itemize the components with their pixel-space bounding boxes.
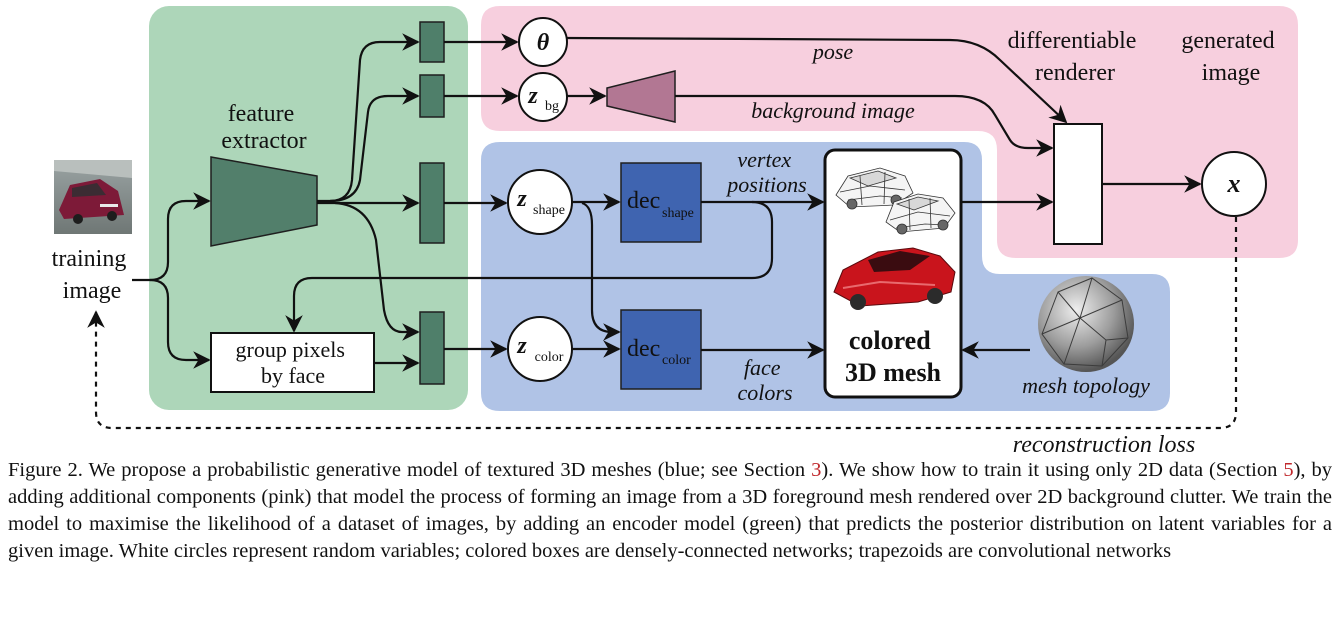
- background-image-label: background image: [751, 98, 915, 123]
- dec-shape-subscript: shape: [662, 206, 694, 221]
- dense-net-shape: [419, 162, 445, 244]
- colored-mesh-label: colored 3D mesh: [845, 326, 942, 387]
- group-pixels-box: [210, 332, 375, 393]
- mesh-topology-label: mesh topology: [1022, 373, 1150, 398]
- z-bg-subscript: bg: [545, 99, 559, 114]
- vertex-positions-label: vertex positions: [725, 147, 806, 197]
- training-image-label: training image: [52, 246, 133, 304]
- edge-image-to-grouping: [149, 278, 211, 369]
- training-image-thumbnail: [54, 160, 132, 234]
- feature-extractor-label: feature extractor: [221, 101, 306, 154]
- wireframe-car-1: [835, 167, 914, 210]
- edge-extractor-to-color-net: [334, 201, 420, 341]
- z-shape-subscript: shape: [533, 203, 565, 218]
- reconstruction-loss-label: reconstruction loss: [1013, 432, 1195, 455]
- colored-car-render: [833, 247, 956, 310]
- dense-net-color: [419, 311, 445, 385]
- architecture-diagram: training image feature extractor group p…: [52, 6, 1298, 455]
- pose-label: pose: [811, 39, 854, 64]
- generated-image-label: generated image: [1181, 28, 1280, 86]
- edge-vertex-positions-to-grouping: [285, 200, 774, 333]
- z-color-symbol: z: [516, 333, 527, 359]
- renderer-label: differentiable renderer: [1008, 28, 1143, 86]
- dec-shape-text: dec: [627, 188, 660, 214]
- edge-bg-generator-to-renderer: [675, 94, 1054, 157]
- z-bg-symbol: z: [527, 83, 538, 109]
- z-bg-node: [518, 72, 568, 122]
- edge-theta-to-renderer: [566, 36, 1068, 124]
- section-5-reference[interactable]: 5: [1283, 459, 1294, 481]
- x-symbol: x: [1227, 169, 1241, 198]
- figure-caption: Figure 2. We propose a probabilistic gen…: [8, 457, 1332, 565]
- feature-extractor-trapezoid: [210, 156, 318, 247]
- edge-reconstruction-loss: [87, 217, 1238, 430]
- dec-color-subscript: color: [662, 353, 691, 368]
- shape-decoder-box: [620, 162, 702, 243]
- caption-text-2: ). We show how to train it using only 2D…: [821, 459, 1284, 481]
- mesh-topology-sphere: [1038, 276, 1134, 372]
- theta-symbol: θ: [537, 30, 550, 56]
- edge-extractor-to-bg-net: [329, 87, 420, 203]
- dense-net-pose: [419, 21, 445, 63]
- theta-node: [518, 17, 568, 67]
- face-colors-label: face colors: [738, 355, 793, 405]
- z-shape-symbol: z: [516, 186, 527, 212]
- dense-net-background: [419, 74, 445, 118]
- caption-text-1: Figure 2. We propose a probabilistic gen…: [8, 459, 812, 481]
- color-decoder-box: [620, 309, 702, 390]
- x-node: [1201, 151, 1267, 217]
- background-generator-trapezoid: [606, 70, 676, 123]
- edge-image-to-extractor: [132, 192, 211, 282]
- wireframe-car-2: [885, 193, 956, 235]
- caption-text-3: ), by adding additional components (pink…: [8, 459, 1333, 562]
- renderer-box: [1053, 123, 1103, 245]
- section-3-reference[interactable]: 3: [811, 459, 822, 481]
- group-pixels-label: group pixels by face: [236, 337, 351, 388]
- z-color-subscript: color: [535, 350, 564, 365]
- edge-zshape-to-color-decoder: [581, 201, 621, 341]
- dec-color-text: dec: [627, 336, 660, 362]
